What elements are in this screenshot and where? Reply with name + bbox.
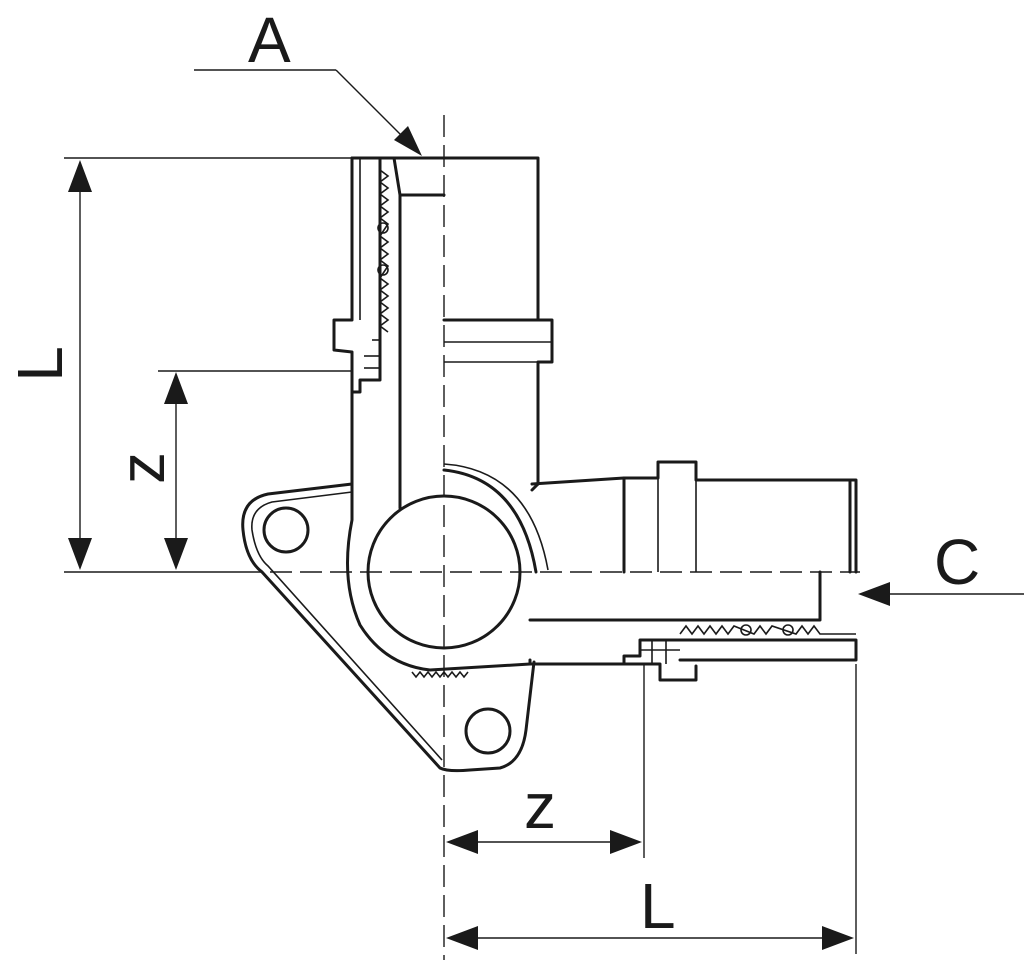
dimension-z-vertical <box>158 370 352 570</box>
dimension-z-horizontal <box>446 664 645 858</box>
wall-plate <box>241 482 536 773</box>
vertical-outlet <box>332 156 554 492</box>
label-A: A <box>248 4 291 76</box>
leader-C <box>858 582 1024 606</box>
mounting-hole-upper <box>262 506 310 554</box>
label-C: C <box>934 526 980 598</box>
leader-A <box>194 69 422 156</box>
elbow-body <box>346 193 549 679</box>
label-z-horizontal: z <box>524 770 556 842</box>
label-z-vertical: z <box>106 452 178 484</box>
central-boss <box>366 494 522 650</box>
dimension-L-horizontal <box>446 664 857 954</box>
label-L-vertical: L <box>4 346 76 382</box>
label-L-horizontal: L <box>640 870 676 942</box>
dimension-L-vertical <box>64 157 352 573</box>
mounting-hole-lower <box>464 707 512 755</box>
horizontal-inlet <box>528 460 858 682</box>
